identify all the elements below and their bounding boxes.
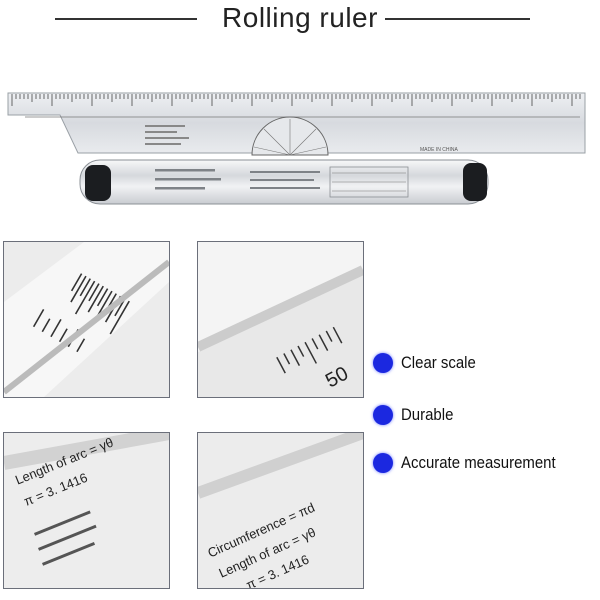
feature-label: Durable [401, 405, 454, 424]
title-rule-right [385, 18, 530, 20]
feature-label: Clear scale [401, 353, 476, 372]
edge-closeup-image: 50 [198, 242, 363, 397]
feature-accurate-measurement: Accurate measurement [373, 452, 577, 474]
detail-panel-text: Circumference = πd Length of arc = γθ π … [197, 432, 364, 589]
detail-panel-scale [3, 241, 170, 398]
formula-closeup-image: Length of arc = γθ π = 3. 1416 [4, 433, 169, 588]
text-closeup-image: Circumference = πd Length of arc = γθ π … [198, 433, 363, 588]
ruler-mark-text: MADE IN CHINA [420, 147, 458, 153]
blue-dot-icon [373, 453, 393, 473]
blue-dot-icon [373, 405, 393, 425]
detail-panel-formulas: Length of arc = γθ π = 3. 1416 [3, 432, 170, 589]
blue-dot-icon [373, 353, 393, 373]
page-title: Rolling ruler [222, 2, 378, 33]
title-rule-left [55, 18, 197, 20]
feature-durable: Durable [373, 404, 461, 426]
feature-label: Accurate measurement [401, 453, 556, 472]
detail-panel-edge: 50 [197, 241, 364, 398]
rolling-ruler-image: MADE IN CHINA [7, 92, 586, 205]
scale-closeup-image [4, 242, 169, 397]
feature-clear-scale: Clear scale [373, 352, 486, 374]
